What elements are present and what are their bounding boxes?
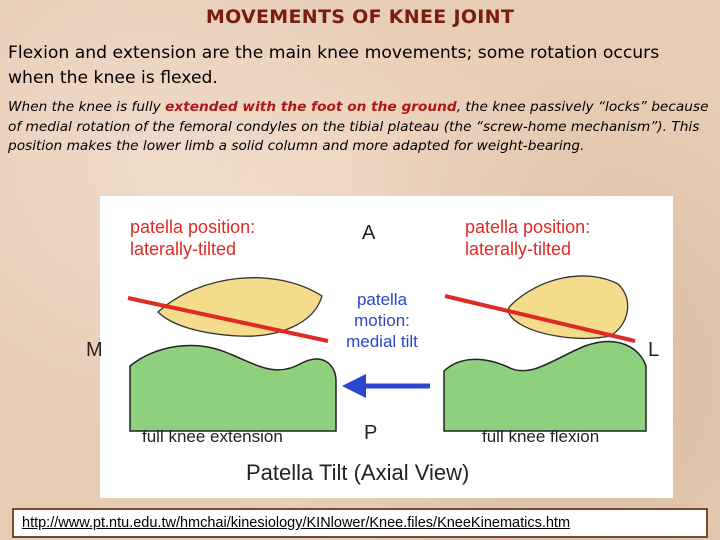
patella-motion-label: patella motion: medial tilt bbox=[332, 289, 432, 352]
motion-line3: medial tilt bbox=[346, 332, 418, 351]
left-position-line2: laterally-tilted bbox=[130, 239, 237, 259]
left-patella-shape bbox=[157, 277, 323, 337]
right-femur-shape bbox=[443, 340, 647, 432]
source-link-bar: http://www.pt.ntu.edu.tw/hmchai/kinesiol… bbox=[12, 508, 708, 538]
motion-line1: patella bbox=[356, 290, 408, 309]
left-tilt-line bbox=[127, 296, 329, 343]
para2-text-after: , the knee passively “locks” because of … bbox=[8, 99, 709, 154]
axis-medial-label: M bbox=[86, 339, 103, 361]
right-patella-position-label: patella position: laterally-tilted bbox=[465, 216, 590, 260]
screw-home-paragraph: When the knee is fully extended with the… bbox=[8, 98, 714, 157]
left-femur-shape bbox=[129, 344, 337, 432]
para2-text-before: When the knee is fully bbox=[8, 99, 166, 115]
intro-paragraph: Flexion and extension are the main knee … bbox=[8, 43, 660, 88]
source-link[interactable]: http://www.pt.ntu.edu.tw/hmchai/kinesiol… bbox=[22, 515, 571, 531]
patella-diagram bbox=[127, 275, 647, 432]
right-position-line1: patella position: bbox=[465, 217, 591, 237]
axis-posterior-label: P bbox=[364, 422, 378, 444]
caption-full-knee-extension: full knee extension bbox=[142, 427, 283, 446]
caption-full-knee-flexion: full knee flexion bbox=[482, 427, 600, 446]
axis-lateral-label: L bbox=[648, 339, 660, 361]
motion-line2: motion: bbox=[354, 311, 410, 330]
slide-title: MOVEMENTS OF KNEE JOINT bbox=[205, 6, 515, 28]
right-patella-shape bbox=[507, 275, 629, 339]
medial-tilt-arrow-head bbox=[342, 374, 366, 398]
para2-highlight: extended with the foot on the ground bbox=[165, 99, 457, 115]
right-position-line2: laterally-tilted bbox=[465, 239, 572, 259]
left-patella-position-label: patella position: laterally-tilted bbox=[130, 216, 255, 260]
axis-anterior-label: A bbox=[362, 222, 376, 244]
figure-main-caption: Patella Tilt (Axial View) bbox=[246, 460, 470, 485]
left-position-line1: patella position: bbox=[130, 217, 256, 237]
right-tilt-line bbox=[444, 294, 636, 343]
patella-tilt-figure: patella position: laterally-tilted patel… bbox=[86, 196, 673, 498]
